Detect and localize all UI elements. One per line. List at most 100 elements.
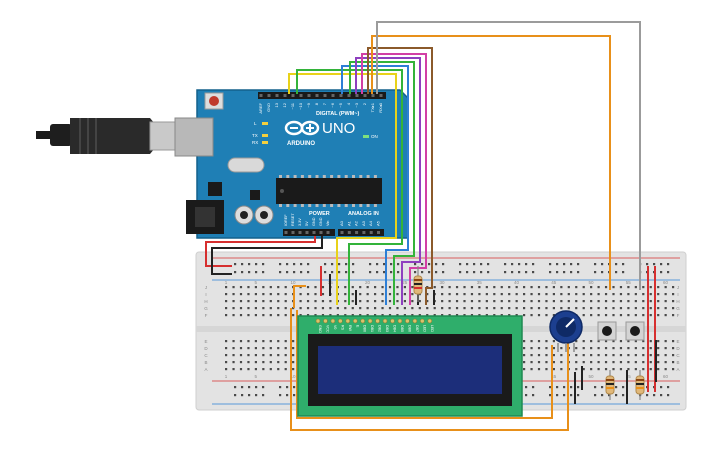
terminal-hole[interactable] (426, 300, 429, 303)
analog-pin-socket[interactable] (362, 231, 366, 234)
rail-hole[interactable] (594, 271, 597, 274)
rail-hole[interactable] (577, 263, 580, 266)
terminal-hole[interactable] (664, 340, 667, 343)
terminal-hole[interactable] (537, 354, 541, 357)
rail-hole[interactable] (556, 394, 559, 397)
terminal-hole[interactable] (455, 293, 459, 296)
terminal-hole[interactable] (508, 307, 511, 310)
terminal-hole[interactable] (552, 361, 555, 364)
terminal-hole[interactable] (493, 300, 496, 303)
terminal-hole[interactable] (314, 307, 317, 310)
terminal-hole[interactable] (619, 361, 623, 364)
terminal-hole[interactable] (612, 286, 615, 289)
terminal-hole[interactable] (232, 293, 235, 296)
terminal-hole[interactable] (396, 314, 399, 317)
terminal-hole[interactable] (523, 361, 526, 364)
terminal-hole[interactable] (448, 286, 451, 289)
terminal-hole[interactable] (515, 300, 518, 303)
terminal-hole[interactable] (455, 286, 459, 289)
terminal-hole[interactable] (403, 286, 406, 289)
terminal-hole[interactable] (537, 286, 541, 289)
terminal-hole[interactable] (396, 300, 399, 303)
terminal-hole[interactable] (634, 293, 637, 296)
terminal-hole[interactable] (284, 340, 287, 343)
terminal-hole[interactable] (537, 293, 541, 296)
terminal-hole[interactable] (306, 307, 310, 310)
terminal-hole[interactable] (269, 293, 272, 296)
terminal-hole[interactable] (590, 293, 593, 296)
rail-hole[interactable] (345, 271, 348, 274)
terminal-hole[interactable] (314, 314, 317, 317)
terminal-hole[interactable] (597, 300, 600, 303)
terminal-hole[interactable] (649, 300, 652, 303)
terminal-hole[interactable] (314, 300, 317, 303)
terminal-hole[interactable] (657, 286, 660, 289)
digital-pin-socket[interactable] (371, 94, 375, 97)
terminal-hole[interactable] (277, 293, 280, 296)
terminal-hole[interactable] (262, 354, 265, 357)
rail-hole[interactable] (248, 271, 251, 274)
rail-hole[interactable] (376, 271, 379, 274)
terminal-hole[interactable] (463, 307, 466, 310)
terminal-hole[interactable] (604, 286, 608, 289)
terminal-hole[interactable] (649, 340, 652, 343)
terminal-hole[interactable] (575, 293, 578, 296)
terminal-hole[interactable] (239, 286, 243, 289)
terminal-hole[interactable] (500, 314, 503, 317)
terminal-hole[interactable] (299, 314, 302, 317)
rail-hole[interactable] (262, 386, 265, 389)
rail-hole[interactable] (255, 394, 258, 397)
terminal-hole[interactable] (664, 354, 667, 357)
terminal-hole[interactable] (530, 340, 533, 343)
terminal-hole[interactable] (225, 314, 228, 317)
terminal-hole[interactable] (441, 293, 444, 296)
terminal-hole[interactable] (642, 300, 645, 303)
terminal-hole[interactable] (247, 361, 250, 364)
rail-hole[interactable] (660, 386, 663, 389)
terminal-hole[interactable] (403, 293, 406, 296)
terminal-hole[interactable] (299, 300, 302, 303)
rail-hole[interactable] (615, 271, 618, 274)
lcd-pin[interactable] (338, 318, 343, 324)
rail-hole[interactable] (594, 394, 597, 397)
rail-hole[interactable] (293, 271, 296, 274)
terminal-hole[interactable] (321, 300, 325, 303)
digital-pin-socket[interactable] (355, 94, 359, 97)
terminal-hole[interactable] (314, 286, 317, 289)
terminal-hole[interactable] (627, 307, 630, 310)
rail-hole[interactable] (255, 271, 258, 274)
terminal-hole[interactable] (366, 307, 369, 310)
rail-hole[interactable] (293, 386, 296, 389)
terminal-hole[interactable] (530, 347, 533, 350)
terminal-hole[interactable] (604, 307, 608, 310)
terminal-hole[interactable] (552, 293, 555, 296)
terminal-hole[interactable] (254, 347, 257, 350)
terminal-hole[interactable] (575, 354, 578, 357)
terminal-hole[interactable] (470, 300, 474, 303)
terminal-hole[interactable] (530, 293, 533, 296)
rail-hole[interactable] (234, 386, 237, 389)
terminal-hole[interactable] (657, 300, 660, 303)
terminal-hole[interactable] (537, 361, 541, 364)
terminal-hole[interactable] (530, 354, 533, 357)
terminal-hole[interactable] (232, 368, 235, 371)
analog-pin-socket[interactable] (340, 231, 344, 234)
terminal-hole[interactable] (448, 293, 451, 296)
terminal-hole[interactable] (247, 340, 250, 343)
terminal-hole[interactable] (411, 314, 414, 317)
terminal-hole[interactable] (344, 286, 347, 289)
terminal-hole[interactable] (403, 314, 406, 317)
potentiometer[interactable] (549, 310, 583, 352)
terminal-hole[interactable] (649, 286, 652, 289)
analog-pin-socket[interactable] (377, 231, 380, 234)
digital-pin-socket[interactable] (291, 94, 295, 97)
terminal-hole[interactable] (254, 354, 257, 357)
rail-hole[interactable] (511, 271, 514, 274)
rail-hole[interactable] (577, 271, 580, 274)
rail-hole[interactable] (241, 263, 244, 266)
terminal-hole[interactable] (642, 361, 645, 364)
terminal-hole[interactable] (649, 307, 652, 310)
terminal-hole[interactable] (277, 340, 280, 343)
wire-lcd-pot-orange[interactable] (290, 308, 569, 431)
rail-hole[interactable] (615, 263, 618, 266)
